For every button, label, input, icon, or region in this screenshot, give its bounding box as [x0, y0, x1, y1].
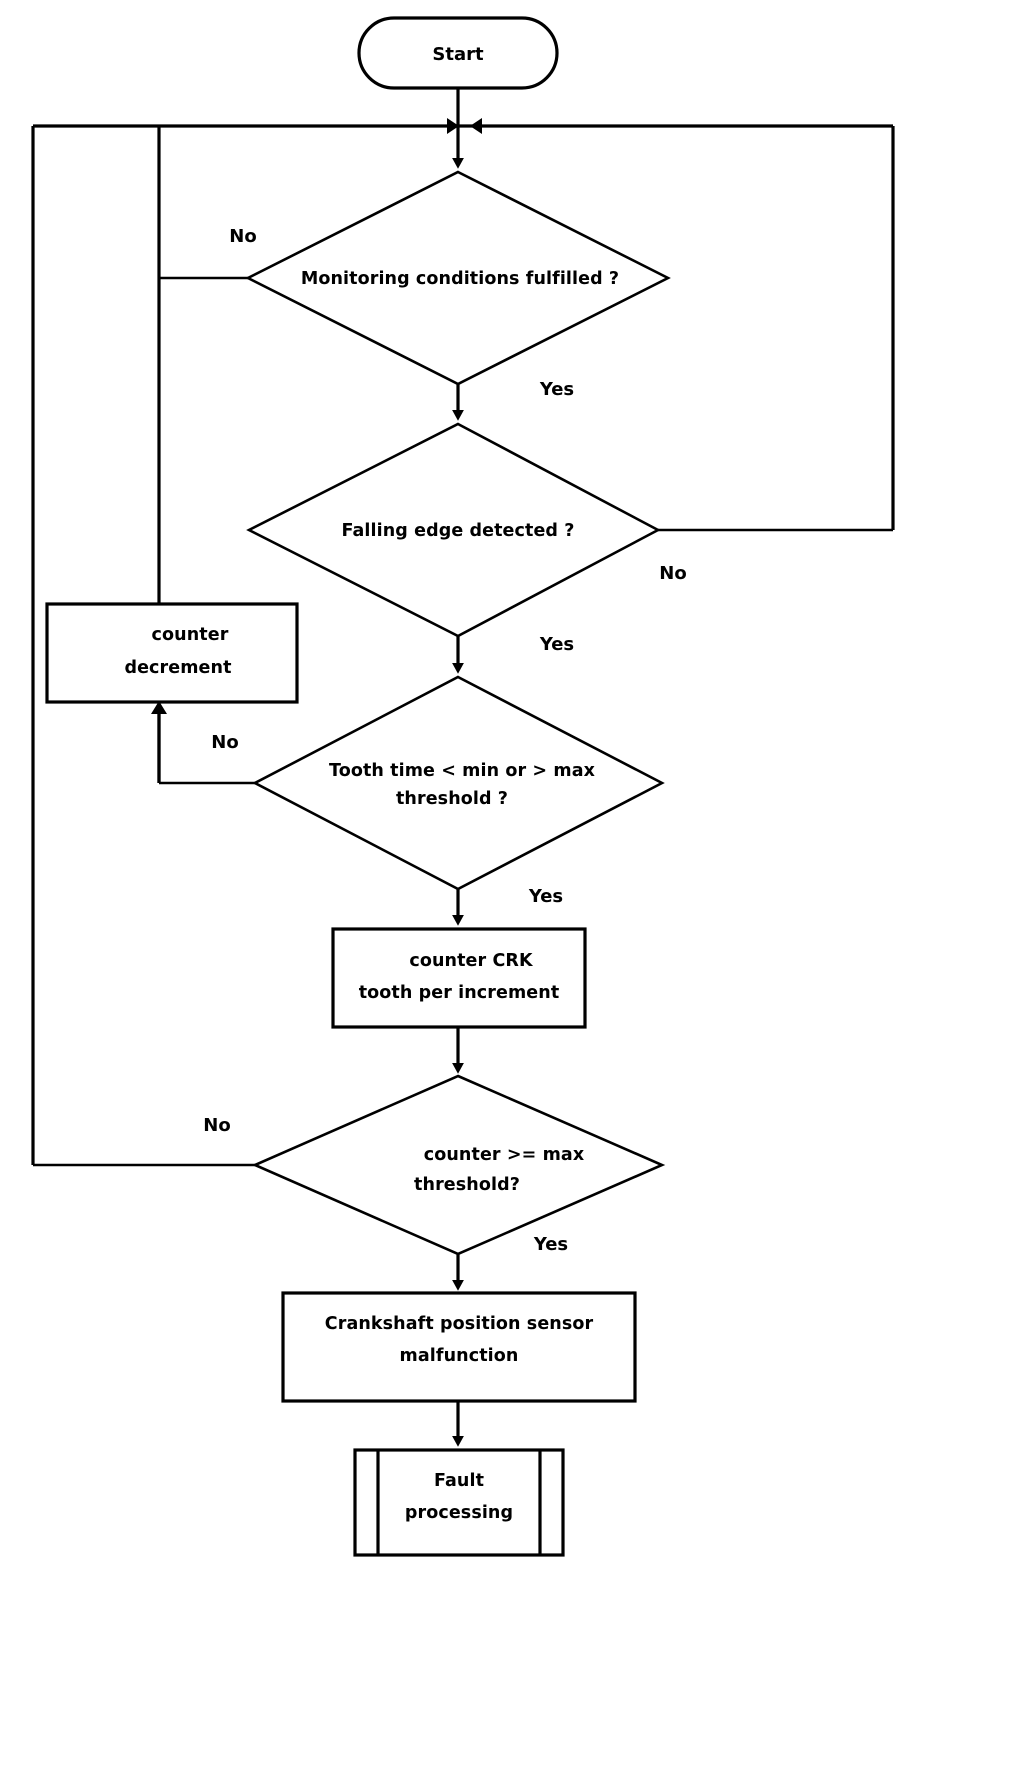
- node-tooth-time: Tooth time < min or > max threshold ?: [252, 675, 665, 891]
- counter-max-decision-label-line2: threshold?: [414, 1175, 520, 1195]
- node-monitoring-conditions: Monitoring conditions fulfilled ?: [245, 170, 671, 386]
- edge-label-counter-max-yes: Yes: [533, 1234, 568, 1255]
- counter-crk-label-line2: tooth per increment: [359, 983, 560, 1003]
- counter-decrement-arrowhead-icon: [151, 701, 167, 714]
- monitoring-decision-label: Monitoring conditions fulfilled ?: [301, 269, 619, 289]
- node-counter-max: counter >= max threshold?: [251, 1074, 666, 1256]
- counter-max-decision-shape: [251, 1074, 666, 1256]
- counter-decrement-label-line2: decrement: [124, 658, 231, 678]
- fault-processing-label-line2: processing: [405, 1503, 513, 1523]
- rail-left-arrowhead-icon: [447, 118, 459, 134]
- tooth-time-decision-shape: [252, 675, 665, 891]
- counter-crk-shape: [331, 927, 587, 1029]
- tooth-time-decision-label-line1: Tooth time < min or > max: [329, 761, 596, 781]
- fault-processing-shape: [353, 1448, 565, 1557]
- rail-right-arrowhead-icon: [470, 118, 482, 134]
- counter-decrement-shape: [45, 602, 299, 704]
- falling-edge-decision-label: Falling edge detected ?: [341, 521, 574, 541]
- edge-label-falling-edge-no: No: [659, 563, 686, 584]
- edge-label-falling-edge-yes: Yes: [539, 634, 574, 655]
- node-start: Start: [357, 16, 559, 90]
- edge-label-tooth-time-yes: Yes: [528, 886, 563, 907]
- malfunction-shape: [281, 1291, 637, 1403]
- node-malfunction: Crankshaft position sensor malfunction: [281, 1291, 637, 1403]
- counter-crk-label-line1: counter CRK: [409, 951, 534, 971]
- counter-max-decision-label-line1: counter >= max: [424, 1145, 585, 1165]
- malfunction-label-line2: malfunction: [400, 1346, 519, 1366]
- node-counter-crk: counter CRK tooth per increment: [331, 927, 587, 1029]
- edge-label-counter-max-no: No: [203, 1115, 230, 1136]
- edge-label-monitoring-yes: Yes: [539, 379, 574, 400]
- node-fault-processing: Fault processing: [353, 1448, 565, 1557]
- node-falling-edge: Falling edge detected ?: [246, 422, 661, 638]
- counter-decrement-label-line1: counter: [152, 625, 229, 645]
- node-counter-decrement: counter decrement: [45, 602, 299, 704]
- edge-label-monitoring-no: No: [229, 226, 256, 247]
- malfunction-label-line1: Crankshaft position sensor: [325, 1314, 594, 1334]
- edge-label-tooth-time-no: No: [211, 732, 238, 753]
- start-label: Start: [432, 44, 484, 65]
- fault-processing-label-line1: Fault: [434, 1471, 484, 1491]
- tooth-time-decision-label-line2: threshold ?: [396, 789, 508, 809]
